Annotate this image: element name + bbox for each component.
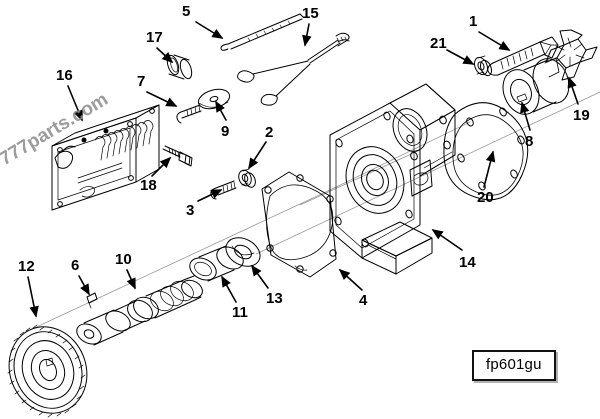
callout-arrow-20 <box>483 150 496 188</box>
callout-label-8[interactable]: 8 <box>525 133 534 150</box>
callout-label-20[interactable]: 20 <box>477 189 494 206</box>
part-1-hex-capscrew <box>487 36 559 76</box>
part-14-pump-housing <box>329 83 456 275</box>
callout-arrow-5 <box>195 21 224 39</box>
callout-arrow-4 <box>338 268 363 291</box>
callout-arrow-16 <box>67 85 83 122</box>
callout-label-16[interactable]: 16 <box>56 67 73 84</box>
callout-label-14[interactable]: 14 <box>459 254 476 271</box>
callout-label-21[interactable]: 21 <box>430 35 447 52</box>
part-18-capscrew-long <box>162 145 193 167</box>
figure-code-text: fp601gu <box>486 356 542 373</box>
callout-label-18[interactable]: 18 <box>140 177 157 194</box>
part-17-sleeve-bushing <box>166 54 193 80</box>
part-6-woodruff-key <box>86 292 98 309</box>
part-19-coupling-spider <box>545 29 598 81</box>
callout-arrows <box>27 21 579 318</box>
part-16-control-module <box>51 104 160 211</box>
part-5-roll-pin <box>220 13 304 51</box>
callout-arrow-18 <box>151 156 172 177</box>
part-10-pump-shaft <box>76 275 203 346</box>
part-4-pump-cover-gasket <box>261 171 337 278</box>
callout-label-4[interactable]: 4 <box>359 292 368 309</box>
callout-arrow-10 <box>126 269 136 290</box>
callout-label-10[interactable]: 10 <box>115 251 132 268</box>
callout-label-17[interactable]: 17 <box>146 29 163 46</box>
callout-label-19[interactable]: 19 <box>573 107 590 124</box>
callout-label-2[interactable]: 2 <box>265 124 274 141</box>
part-11-bushing <box>189 245 244 282</box>
callout-arrow-19 <box>567 76 579 105</box>
callout-arrow-2 <box>248 141 267 170</box>
part-21-lock-washer <box>473 55 493 77</box>
callout-arrow-13 <box>251 264 269 289</box>
callout-label-12[interactable]: 12 <box>18 258 35 275</box>
part-20-gasket-ring <box>443 102 529 201</box>
callout-label-5[interactable]: 5 <box>182 3 191 20</box>
part-7-capscrew <box>176 104 202 124</box>
callout-arrow-21 <box>446 49 475 65</box>
part-15-wire-clip-pair <box>237 32 350 106</box>
callout-arrow-14 <box>431 229 463 251</box>
callout-arrow-7 <box>146 91 178 107</box>
callout-label-7[interactable]: 7 <box>137 73 146 90</box>
callout-arrow-11 <box>221 275 237 303</box>
callout-arrow-12 <box>27 276 39 318</box>
callout-label-15[interactable]: 15 <box>302 5 319 22</box>
callout-label-1[interactable]: 1 <box>469 13 478 30</box>
callout-label-9[interactable]: 9 <box>221 123 230 140</box>
callout-arrow-15 <box>302 23 312 47</box>
part-8-coupling-hub <box>502 57 570 115</box>
part-2-lock-washer-small <box>238 168 256 188</box>
callout-arrow-3 <box>197 189 223 202</box>
callout-label-11[interactable]: 11 <box>232 304 248 321</box>
callout-label-6[interactable]: 6 <box>71 257 80 274</box>
part-13-thrust-washer <box>225 237 261 267</box>
callout-arrow-17 <box>156 47 174 64</box>
callout-arrow-1 <box>478 31 511 51</box>
callout-arrow-6 <box>78 275 90 296</box>
figure-code-box: fp601gu <box>472 350 556 381</box>
part-12-drive-gear <box>7 324 88 418</box>
callout-label-13[interactable]: 13 <box>266 290 283 307</box>
callout-arrow-9 <box>215 100 227 121</box>
callout-label-3[interactable]: 3 <box>186 202 195 219</box>
callout-arrow-8 <box>520 101 531 131</box>
